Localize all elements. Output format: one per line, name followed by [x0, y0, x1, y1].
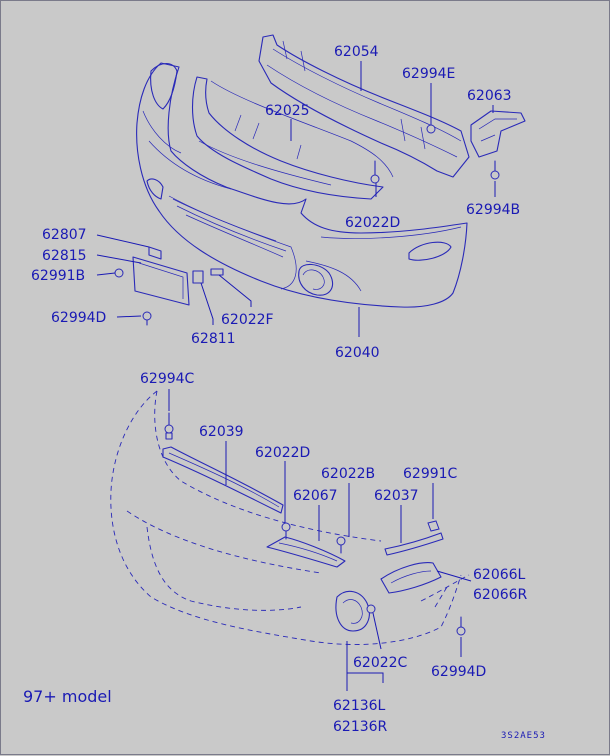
lower-bumper-assembly: [110, 390, 470, 645]
bolt-62994E: [426, 110, 436, 134]
bolt-62022D-upper: [370, 160, 380, 184]
bolt-62022D-lower: [281, 522, 291, 540]
bolt-62994C: [164, 412, 174, 440]
label-62994D-upper: 62994D: [51, 310, 106, 326]
model-caption: 97+ model: [23, 687, 112, 706]
label-62022D-lower: 62022D: [255, 445, 310, 461]
label-62136L: 62136L: [333, 698, 386, 714]
label-62066L: 62066L: [473, 567, 526, 583]
label-62815: 62815: [42, 248, 87, 264]
absorber-drawing: [258, 34, 470, 178]
bolt-62994D-lower: [456, 616, 466, 636]
side-duct-drawing: [380, 562, 442, 594]
bracket-drawing: [470, 110, 526, 158]
right-molding-drawing: [384, 532, 444, 556]
lower-leader-lines: [168, 389, 472, 691]
lower-part-labels: 62994C 62039 62022D 62022B 62991C 62067 …: [140, 371, 528, 735]
diagram-code: 3S2AE53: [501, 731, 546, 741]
bumper-outline-ghost: [110, 390, 462, 645]
clip-62022C: [366, 604, 376, 614]
label-62022B: 62022B: [321, 466, 375, 482]
label-62991B: 62991B: [31, 268, 85, 284]
license-bracket-drawing: [132, 256, 190, 306]
label-62022F: 62022F: [221, 312, 274, 328]
label-62040: 62040: [335, 345, 380, 361]
label-62994D-lower: 62994D: [431, 664, 486, 680]
label-62022C: 62022C: [353, 655, 408, 671]
upper-leader-lines: [96, 61, 496, 337]
front-bumper-cover-drawing: [136, 62, 468, 308]
label-62039: 62039: [199, 424, 244, 440]
clip-62991C: [427, 520, 440, 532]
upper-part-labels: 62054 62994E 62063 62025 62022D 62994B 6…: [31, 44, 520, 361]
label-62994C: 62994C: [140, 371, 195, 387]
label-62054: 62054: [334, 44, 379, 60]
label-62066R: 62066R: [473, 587, 528, 603]
label-62807: 62807: [42, 227, 87, 243]
label-62022D-upper: 62022D: [345, 215, 400, 231]
label-62811: 62811: [191, 331, 236, 347]
bolt-62994B: [490, 160, 500, 180]
bolt-62022B: [336, 536, 346, 554]
label-62037: 62037: [374, 488, 419, 504]
label-62025: 62025: [265, 103, 310, 119]
left-molding-drawing: [266, 536, 346, 568]
label-62994B: 62994B: [466, 202, 520, 218]
label-62136R: 62136R: [333, 719, 388, 735]
reinforcement-drawing: [191, 76, 384, 200]
label-62067: 62067: [293, 488, 338, 504]
upper-bumper-assembly: [114, 34, 526, 326]
label-62991C: 62991C: [403, 466, 458, 482]
upper-molding-drawing: [162, 446, 284, 514]
bolt-62994D-upper: [142, 311, 152, 326]
label-62063: 62063: [467, 88, 512, 104]
fog-lamp-drawing: [335, 590, 370, 632]
label-62994E: 62994E: [402, 66, 455, 82]
